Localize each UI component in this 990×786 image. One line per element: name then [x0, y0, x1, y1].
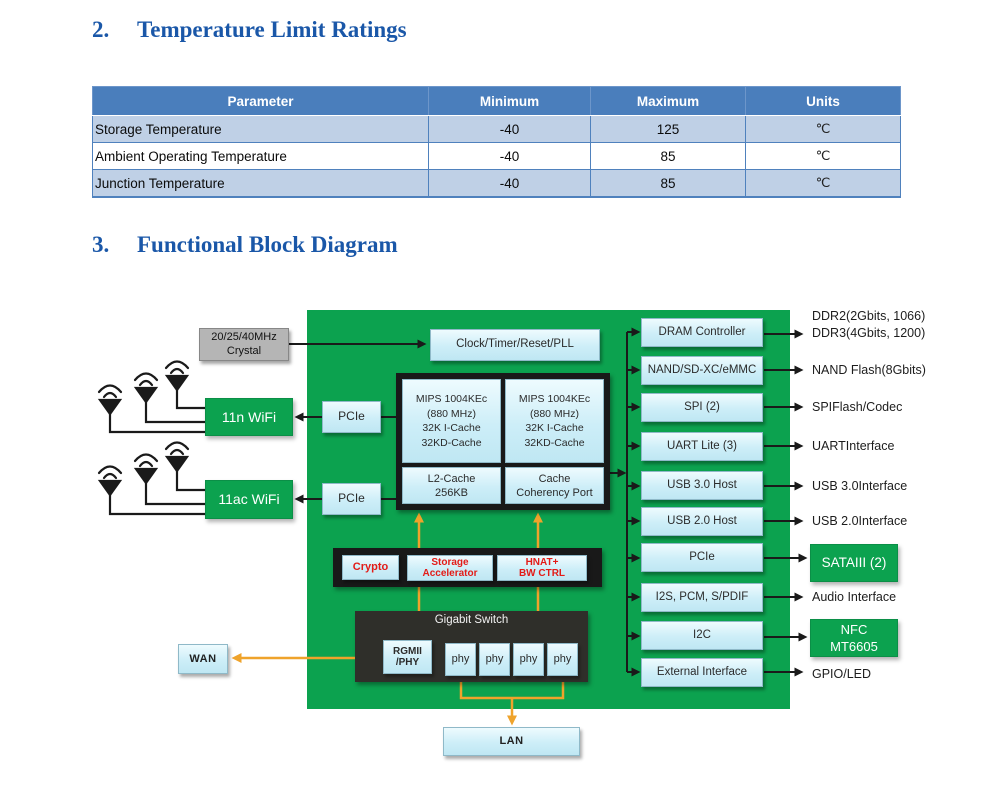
ddr-label: DDR2(2Gbits, 1066) DDR3(4Gbits, 1200)	[812, 309, 926, 340]
audio-interface-label: Audio Interface	[812, 590, 897, 604]
black-wires	[289, 327, 808, 677]
wifi-antenna-icon	[133, 372, 207, 424]
cache-coherency-port-box: Cache Coherency Port	[505, 467, 604, 504]
gpio-led-label: GPIO/LED	[812, 667, 872, 681]
cell-units: ℃	[745, 115, 901, 143]
cell-maximum: 85	[590, 142, 746, 170]
cell-minimum: -40	[428, 115, 591, 143]
rgmii-phy-box: RGMII /PHY	[383, 640, 432, 674]
cell-minimum: -40	[428, 169, 591, 198]
l2-cache-box: L2-Cache 256KB	[402, 467, 501, 504]
wifi-antenna-icon	[164, 441, 207, 492]
gigabit-switch-label: Gigabit Switch	[434, 614, 509, 626]
usb3-host-box: USB 3.0 Host	[641, 471, 763, 500]
uart-interface-label: UARTInterface	[812, 439, 895, 453]
col-header-parameter: Parameter	[92, 86, 429, 116]
i2c-box: I2C	[641, 621, 763, 650]
usb2-host-box: USB 2.0 Host	[641, 507, 763, 536]
table-header-row: Parameter Minimum Maximum Units	[92, 86, 901, 116]
cell-maximum: 125	[590, 115, 746, 143]
wifi-antenna-icon	[164, 360, 207, 410]
cell-parameter: Ambient Operating Temperature	[92, 142, 429, 170]
antenna-group-11ac	[97, 441, 207, 516]
nand-sdxc-emmc-box: NAND/SD-XC/eMMC	[641, 356, 763, 385]
section2-heading: 2. Temperature Limit Ratings	[92, 17, 407, 43]
crystal-box: 20/25/40MHz Crystal	[199, 328, 289, 361]
mips-core-box: MIPS 1004KEc (880 MHz) 32K I-Cache 32KD-…	[505, 379, 604, 463]
cell-parameter: Storage Temperature	[92, 115, 429, 143]
usb2-interface-label: USB 2.0Interface	[812, 514, 908, 528]
section3-heading: 3. Functional Block Diagram	[92, 232, 398, 258]
table-row: Ambient Operating Temperature -40 85 ℃	[92, 142, 901, 170]
col-header-units: Units	[745, 86, 901, 116]
sata-box: SATAIII (2)	[810, 544, 898, 582]
nand-flash-label: NAND Flash(8Gbits)	[812, 363, 926, 377]
antenna-group-11n	[97, 360, 207, 434]
external-interface-box: External Interface	[641, 658, 763, 687]
wifi-antenna-icon	[97, 384, 207, 434]
temperature-ratings-table: Parameter Minimum Maximum Units Storage …	[92, 86, 901, 198]
cell-units: ℃	[745, 142, 901, 170]
nfc-box: NFC MT6605	[810, 619, 898, 657]
wifi-antenna-icon	[133, 453, 207, 506]
gigabit-switch: Gigabit Switch RGMII /PHY phy phy phy ph…	[355, 611, 588, 682]
cell-units: ℃	[745, 169, 901, 198]
wan-box: WAN	[178, 644, 228, 674]
wifi-11ac-box: 11ac WiFi	[205, 480, 293, 519]
i2s-pcm-spdif-box: I2S, PCM, S/PDIF	[641, 583, 763, 612]
cpu-complex: MIPS 1004KEc (880 MHz) 32K I-Cache 32KD-…	[396, 373, 610, 510]
col-header-minimum: Minimum	[428, 86, 591, 116]
section3-title: Functional Block Diagram	[137, 232, 398, 257]
wifi-11n-box: 11n WiFi	[205, 398, 293, 436]
accelerator-bar: Crypto Storage Accelerator HNAT+ BW CTRL	[333, 548, 602, 587]
cell-parameter: Junction Temperature	[92, 169, 429, 198]
table-row: Junction Temperature -40 85 ℃	[92, 169, 901, 198]
pcie-left-box: PCIe	[322, 483, 381, 515]
wifi-antenna-icon	[97, 465, 207, 516]
phy-box: phy	[479, 643, 510, 676]
clock-timer-reset-pll-box: Clock/Timer/Reset/PLL	[430, 329, 600, 361]
cell-minimum: -40	[428, 142, 591, 170]
usb3-interface-label: USB 3.0Interface	[812, 479, 908, 493]
section3-number: 3.	[92, 232, 110, 257]
table-row: Storage Temperature -40 125 ℃	[92, 115, 901, 143]
phy-box: phy	[547, 643, 578, 676]
crypto-box: Crypto	[342, 555, 399, 580]
section2-title: Temperature Limit Ratings	[137, 17, 407, 42]
uart-lite-box: UART Lite (3)	[641, 432, 763, 461]
phy-box: phy	[513, 643, 544, 676]
mips-core-box: MIPS 1004KEc (880 MHz) 32K I-Cache 32KD-…	[402, 379, 501, 463]
col-header-maximum: Maximum	[590, 86, 746, 116]
pcie-right-box: PCIe	[641, 543, 763, 572]
pcie-left-box: PCIe	[322, 401, 381, 433]
dram-controller-box: DRAM Controller	[641, 318, 763, 347]
spi-box: SPI (2)	[641, 393, 763, 422]
section2-number: 2.	[92, 17, 110, 42]
storage-accelerator-box: Storage Accelerator	[407, 555, 493, 581]
hnat-bwctrl-box: HNAT+ BW CTRL	[497, 555, 587, 581]
spi-flash-label: SPIFlash/Codec	[812, 400, 903, 414]
cell-maximum: 85	[590, 169, 746, 198]
phy-box: phy	[445, 643, 476, 676]
lan-box: LAN	[443, 727, 580, 756]
